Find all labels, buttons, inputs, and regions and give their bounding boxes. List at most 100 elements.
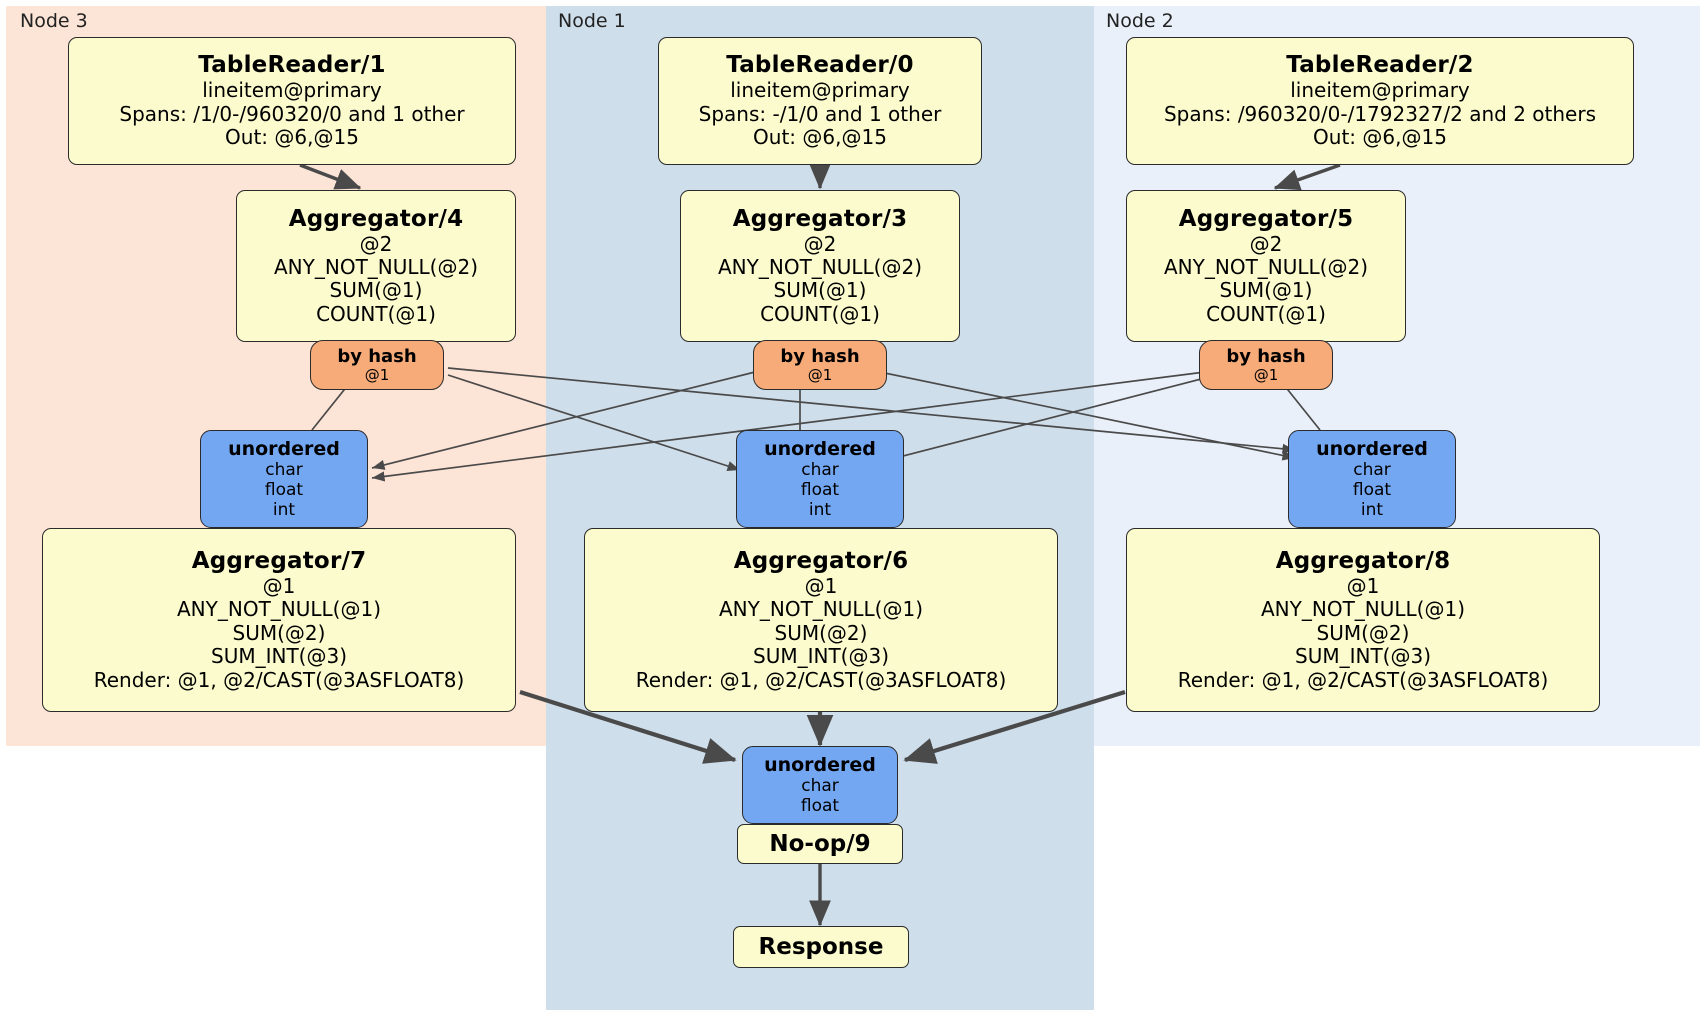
no-op-9-label: No-op/9 <box>769 831 871 857</box>
aggregator-6-group: @1 <box>804 573 838 598</box>
router-by-hash-node1[interactable]: by hash @1 <box>753 340 887 390</box>
edge-hash1-recv3 <box>371 371 756 470</box>
receiver-node1-title: unordered <box>764 437 876 460</box>
aggregator-3-agg-0: ANY_NOT_NULL(@2) <box>718 255 922 280</box>
receiver-unordered-final[interactable]: unordered char float <box>742 746 898 824</box>
aggregator-5-agg-0: ANY_NOT_NULL(@2) <box>1164 255 1368 280</box>
tablereader-0-out: Out: @6,@15 <box>753 125 887 150</box>
aggregator-6-title: Aggregator/6 <box>733 548 909 575</box>
receiver-node2-title: unordered <box>1316 437 1428 460</box>
router-node3-col: @1 <box>364 365 390 384</box>
aggregator-4-title: Aggregator/4 <box>288 205 464 232</box>
aggregator-8-agg-1: SUM(@2) <box>1316 620 1410 645</box>
router-node1-col: @1 <box>807 365 833 384</box>
aggregator-8-render: Render: @1, @2/CAST(@3ASFLOAT8) <box>1177 667 1549 692</box>
aggregator-5-title: Aggregator/5 <box>1178 205 1354 232</box>
aggregator-8-agg-2: SUM_INT(@3) <box>1295 644 1431 669</box>
tablereader-1-table: lineitem@primary <box>202 78 382 103</box>
edge-hash3-recv2 <box>447 367 1296 454</box>
node-label-node1: Node 1 <box>558 10 626 32</box>
receiver-node2-type-0: char <box>1353 460 1391 481</box>
router-node1-title: by hash <box>780 345 860 367</box>
receiver-node1-type-0: char <box>801 460 839 481</box>
edge-hash2-recv1 <box>879 377 1206 464</box>
processor-no-op-9[interactable]: No-op/9 <box>737 824 903 864</box>
processor-tablereader-1[interactable]: TableReader/1 lineitem@primary Spans: /1… <box>68 37 516 165</box>
processor-aggregator-4[interactable]: Aggregator/4 @2 ANY_NOT_NULL(@2) SUM(@1)… <box>236 190 516 342</box>
router-by-hash-node2[interactable]: by hash @1 <box>1199 340 1333 390</box>
final-receiver-type-1: float <box>800 796 840 817</box>
processor-aggregator-5[interactable]: Aggregator/5 @2 ANY_NOT_NULL(@2) SUM(@1)… <box>1126 190 1406 342</box>
aggregator-7-agg-1: SUM(@2) <box>232 620 326 645</box>
aggregator-3-title: Aggregator/3 <box>732 205 908 232</box>
processor-aggregator-3[interactable]: Aggregator/3 @2 ANY_NOT_NULL(@2) SUM(@1)… <box>680 190 960 342</box>
receiver-node1-type-1: float <box>800 480 840 501</box>
receiver-node3-type-1: float <box>264 480 304 501</box>
receiver-node3-type-0: char <box>265 460 303 481</box>
aggregator-7-agg-2: SUM_INT(@3) <box>211 644 347 669</box>
processor-tablereader-2[interactable]: TableReader/2 lineitem@primary Spans: /9… <box>1126 37 1634 165</box>
tablereader-1-title: TableReader/1 <box>198 52 386 79</box>
aggregator-4-agg-1: SUM(@1) <box>329 278 423 303</box>
edge-tr2-agg5 <box>1273 163 1341 191</box>
receiver-node3-type-2: int <box>272 500 296 521</box>
aggregator-3-group: @2 <box>803 231 837 256</box>
aggregator-4-agg-2: COUNT(@1) <box>316 301 436 326</box>
tablereader-1-spans: Spans: /1/0-/960320/0 and 1 other <box>119 101 465 126</box>
tablereader-0-spans: Spans: -/1/0 and 1 other <box>698 101 942 126</box>
processor-aggregator-7[interactable]: Aggregator/7 @1 ANY_NOT_NULL(@1) SUM(@2)… <box>42 528 516 712</box>
aggregator-6-agg-2: SUM_INT(@3) <box>753 644 889 669</box>
aggregator-7-agg-0: ANY_NOT_NULL(@1) <box>177 597 381 622</box>
aggregator-4-agg-0: ANY_NOT_NULL(@2) <box>274 255 478 280</box>
edge-hash3-recv1 <box>447 374 741 471</box>
receiver-node3-title: unordered <box>228 437 340 460</box>
final-receiver-title: unordered <box>764 753 876 776</box>
final-receiver-type-0: char <box>801 776 839 797</box>
aggregator-7-render: Render: @1, @2/CAST(@3ASFLOAT8) <box>93 667 465 692</box>
aggregator-8-group: @1 <box>1346 573 1380 598</box>
aggregator-4-group: @2 <box>359 231 393 256</box>
edge-agg8-final <box>903 689 1126 764</box>
tablereader-2-table: lineitem@primary <box>1290 78 1470 103</box>
receiver-unordered-node2[interactable]: unordered char float int <box>1288 430 1456 528</box>
aggregator-8-title: Aggregator/8 <box>1275 548 1451 575</box>
router-by-hash-node3[interactable]: by hash @1 <box>310 340 444 390</box>
edge-hash1-recv2 <box>879 371 1296 461</box>
aggregator-6-agg-1: SUM(@2) <box>774 620 868 645</box>
aggregator-7-title: Aggregator/7 <box>191 548 367 575</box>
processor-aggregator-8[interactable]: Aggregator/8 @1 ANY_NOT_NULL(@1) SUM(@2)… <box>1126 528 1600 712</box>
tablereader-2-title: TableReader/2 <box>1286 52 1474 79</box>
aggregator-6-render: Render: @1, @2/CAST(@3ASFLOAT8) <box>635 667 1007 692</box>
tablereader-1-out: Out: @6,@15 <box>225 125 359 150</box>
node-label-node2: Node 2 <box>1106 10 1174 32</box>
aggregator-6-agg-0: ANY_NOT_NULL(@1) <box>719 597 923 622</box>
receiver-node1-type-2: int <box>808 500 832 521</box>
edge-tr1-agg4 <box>299 163 362 190</box>
aggregator-5-agg-2: COUNT(@1) <box>1206 301 1326 326</box>
aggregator-5-agg-1: SUM(@1) <box>1219 278 1313 303</box>
edge-hash2-recv3 <box>371 371 1206 482</box>
receiver-unordered-node1[interactable]: unordered char float int <box>736 430 904 528</box>
receiver-node2-type-2: int <box>1360 500 1384 521</box>
response-node[interactable]: Response <box>733 926 909 968</box>
router-node3-title: by hash <box>337 345 417 367</box>
router-node2-title: by hash <box>1226 345 1306 367</box>
tablereader-2-spans: Spans: /960320/0-/1792327/2 and 2 others <box>1163 101 1596 126</box>
tablereader-2-out: Out: @6,@15 <box>1313 125 1447 150</box>
aggregator-5-group: @2 <box>1249 231 1283 256</box>
response-label: Response <box>758 934 884 960</box>
node-label-node3: Node 3 <box>20 10 88 32</box>
tablereader-0-title: TableReader/0 <box>726 52 914 79</box>
receiver-unordered-node3[interactable]: unordered char float int <box>200 430 368 528</box>
receiver-node2-type-1: float <box>1352 480 1392 501</box>
aggregator-3-agg-1: SUM(@1) <box>773 278 867 303</box>
tablereader-0-table: lineitem@primary <box>730 78 910 103</box>
edge-agg7-final <box>519 689 737 764</box>
processor-tablereader-0[interactable]: TableReader/0 lineitem@primary Spans: -/… <box>658 37 982 165</box>
aggregator-3-agg-2: COUNT(@1) <box>760 301 880 326</box>
aggregator-7-group: @1 <box>262 573 296 598</box>
processor-aggregator-6[interactable]: Aggregator/6 @1 ANY_NOT_NULL(@1) SUM(@2)… <box>584 528 1058 712</box>
router-node2-col: @1 <box>1253 365 1279 384</box>
